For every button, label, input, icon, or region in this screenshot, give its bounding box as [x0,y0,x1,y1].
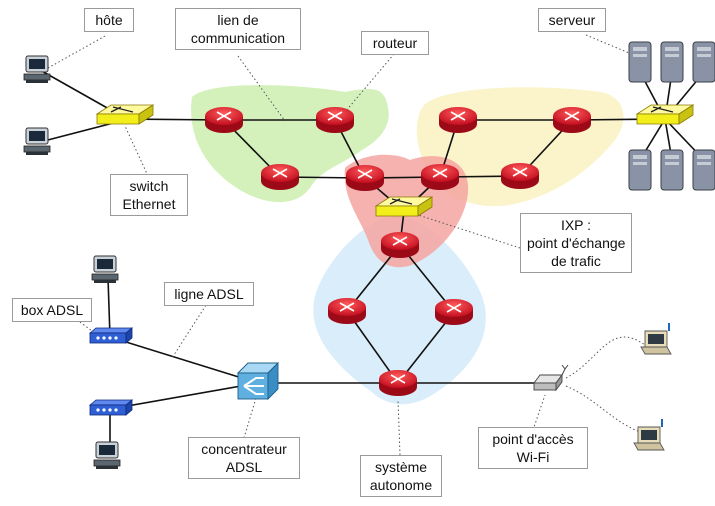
laptop-icon[interactable] [640,323,672,355]
callout-systeme [397,399,401,456]
router-icon[interactable] [328,298,366,324]
callout-serveur [585,34,635,56]
router-icon[interactable] [205,107,243,133]
desktop-computer-icon[interactable] [93,441,121,469]
server-tower-icon[interactable] [660,149,684,191]
router-icon[interactable] [501,163,539,189]
server-tower-icon[interactable] [628,41,652,83]
callout-routeur [344,53,395,113]
desktop-computer-icon[interactable] [23,55,51,83]
callout-ixp [411,212,521,249]
callout-hote [47,35,106,69]
switch-icon[interactable] [95,104,155,125]
router-icon[interactable] [421,164,459,190]
label-ixp: IXP : point d'échange de trafic [520,213,632,273]
router-icon[interactable] [261,164,299,190]
server-tower-icon[interactable] [660,41,684,83]
label-hote: hôte [84,8,134,32]
callout-switch [124,125,149,177]
server-tower-icon[interactable] [692,41,715,83]
label-switch-ethernet: switch Ethernet [110,174,188,216]
adsl-box-icon[interactable] [88,327,134,344]
wifi-link-laptop2 [565,385,641,433]
label-routeur: routeur [361,31,429,55]
adsl-box-icon[interactable] [88,399,134,416]
callout-concentrateur [243,397,257,439]
desktop-computer-icon[interactable] [23,127,51,155]
dslam-icon[interactable] [236,361,280,401]
desktop-computer-icon[interactable] [91,255,119,283]
router-icon[interactable] [381,232,419,258]
switch-icon[interactable] [635,104,695,125]
callout-wifi [532,394,546,431]
server-tower-icon[interactable] [628,149,652,191]
wifi-access-point-icon[interactable] [533,364,569,392]
wifi-link-laptop1 [565,336,646,379]
callout-ligne [171,301,209,359]
label-serveur: serveur [538,8,606,32]
router-icon[interactable] [346,165,384,191]
router-icon[interactable] [439,107,477,133]
router-icon[interactable] [379,370,417,396]
callout-lien [237,55,286,122]
label-systeme-autonome: système autonome [360,455,442,497]
router-icon[interactable] [553,107,591,133]
laptop-icon[interactable] [633,419,665,451]
link-box1-host3 [107,277,111,338]
label-lien-de-communication: lien de communication [175,8,301,50]
label-concentrateur-adsl: concentrateur ADSL [188,437,300,479]
routers [205,107,591,396]
label-point-acces-wifi: point d'accès Wi-Fi [478,427,588,469]
label-box-adsl: box ADSL [12,298,92,322]
blue-autonomous-system-region [313,215,486,405]
server-tower-icon[interactable] [692,149,715,191]
link-box1-concentrator [109,336,259,384]
link-box2-concentrator [109,382,259,410]
label-ligne-adsl: ligne ADSL [164,282,254,306]
router-icon[interactable] [316,107,354,133]
router-icon[interactable] [435,299,473,325]
switch-icon[interactable] [374,196,434,217]
